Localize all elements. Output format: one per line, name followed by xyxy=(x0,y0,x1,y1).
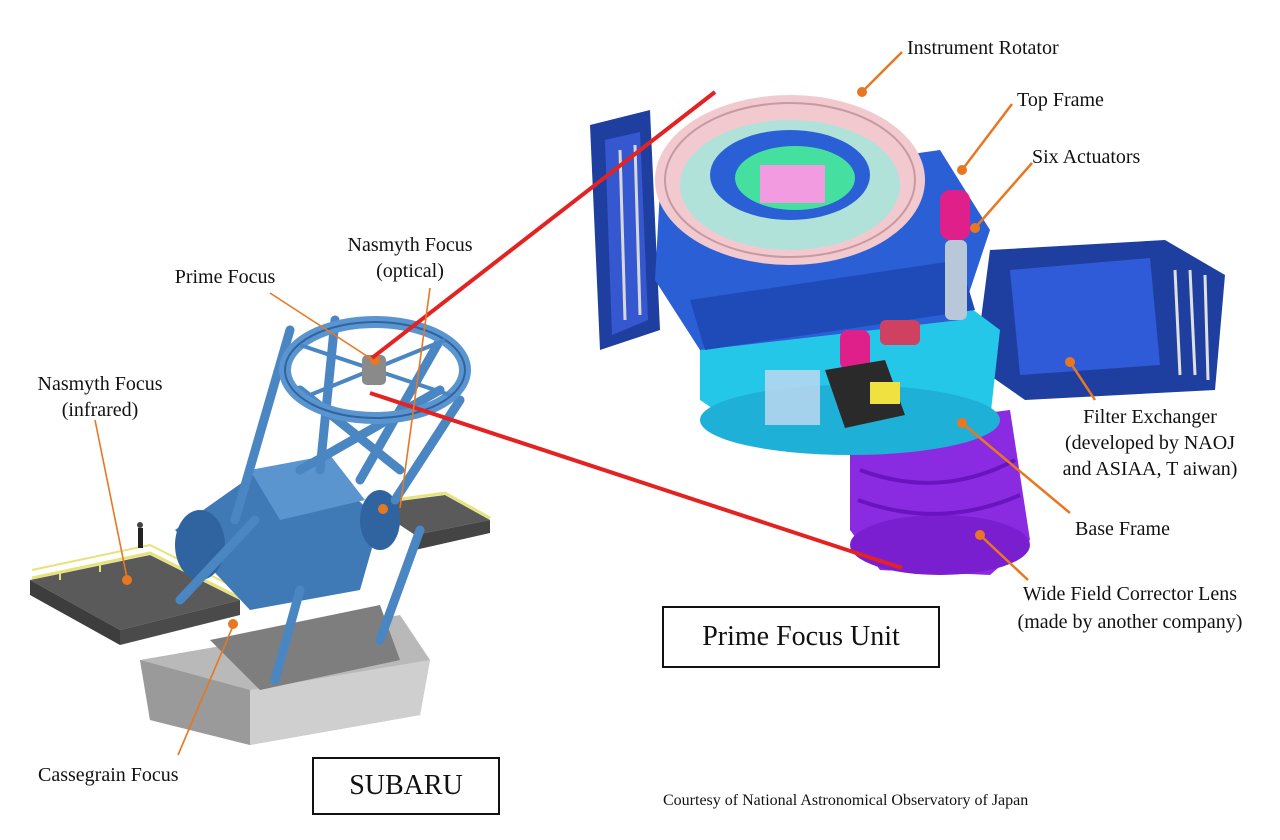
subaru-telescope-illustration xyxy=(30,315,491,745)
prime-focus-unit-illustration xyxy=(590,95,1225,575)
label-nasmyth-optical-line1: Nasmyth Focus xyxy=(347,234,473,256)
zoom-lines xyxy=(369,90,903,570)
label-nasmyth-infrared-line1: Nasmyth Focus xyxy=(37,373,163,395)
label-filter-exchanger-line3: and ASIAA, T aiwan) xyxy=(1062,458,1238,480)
label-filter-exchanger-line1: Filter Exchanger xyxy=(1083,406,1217,428)
label-cassegrain-focus: Cassegrain Focus xyxy=(38,764,179,786)
label-instrument-rotator: Instrument Rotator xyxy=(907,37,1059,59)
label-nasmyth-optical-line2: (optical) xyxy=(376,260,444,282)
unit-leader-lines xyxy=(861,51,1097,581)
label-filter-exchanger-line2: (developed by NAOJ xyxy=(1065,432,1235,454)
label-top-frame: Top Frame xyxy=(1017,89,1104,111)
label-six-actuators: Six Actuators xyxy=(1032,146,1141,168)
title-prime-focus-unit: Prime Focus Unit xyxy=(702,621,900,652)
leader-lines xyxy=(94,287,431,756)
label-wide-field-corrector-line2: (made by another company) xyxy=(1017,611,1243,633)
label-wide-field-corrector-line1: Wide Field Corrector Lens xyxy=(1022,583,1238,605)
label-prime-focus: Prime Focus xyxy=(174,266,276,288)
label-nasmyth-infrared-line2: (infrared) xyxy=(61,399,139,421)
label-base-frame: Base Frame xyxy=(1075,518,1170,540)
title-box-subaru: SUBARU xyxy=(312,757,500,815)
credit-line: Courtesy of National Astronomical Observ… xyxy=(663,792,1029,809)
title-box-prime-focus-unit: Prime Focus Unit xyxy=(662,606,940,668)
title-subaru: SUBARU xyxy=(349,770,463,801)
leader-markers xyxy=(857,87,1075,540)
